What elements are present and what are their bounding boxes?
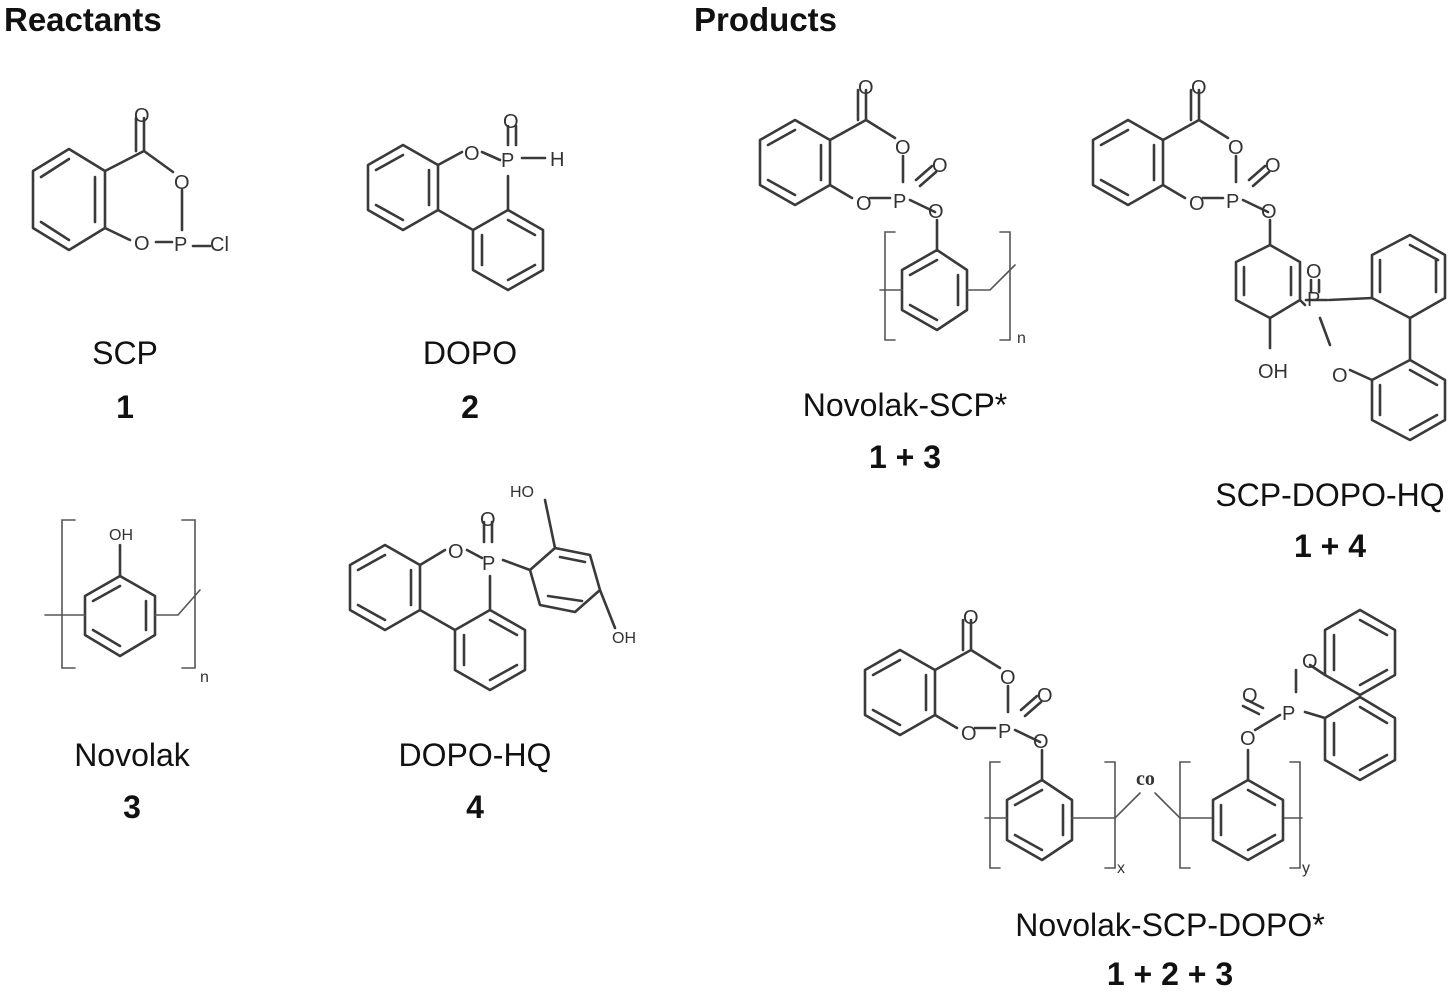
atom-o: O bbox=[1306, 261, 1322, 283]
atom-o: O bbox=[1191, 77, 1207, 99]
atom-o: O bbox=[856, 193, 872, 215]
structure-dopo-hq: O O P HO OH bbox=[348, 484, 636, 692]
atom-p: P bbox=[482, 553, 495, 575]
atom-p: P bbox=[893, 191, 906, 213]
atom-o: O bbox=[174, 172, 190, 194]
atom-o: O bbox=[1240, 728, 1256, 750]
atom-p: P bbox=[174, 234, 187, 256]
label-novolak: Novolak bbox=[74, 737, 190, 773]
structure-dopo: O O P H bbox=[366, 111, 564, 292]
atom-o: O bbox=[932, 155, 948, 177]
heading-products: Products bbox=[694, 1, 838, 38]
atom-o: O bbox=[448, 541, 464, 563]
label-novolak-scp: Novolak-SCP* bbox=[802, 387, 1008, 423]
atom-ho: HO bbox=[510, 484, 534, 501]
heading-reactants: Reactants bbox=[4, 1, 162, 38]
atom-o: O bbox=[1265, 155, 1281, 177]
atom-p: P bbox=[1282, 703, 1295, 725]
label-dopo-hq: DOPO-HQ bbox=[398, 737, 552, 773]
subscript-n: n bbox=[1017, 330, 1026, 347]
atom-p: P bbox=[501, 150, 514, 172]
atom-o: O bbox=[480, 509, 496, 531]
number-scp: 1 bbox=[116, 389, 134, 425]
subscript-x: x bbox=[1117, 860, 1125, 877]
label-scp-dopo-hq: SCP-DOPO-HQ bbox=[1215, 477, 1445, 513]
structure-novolak: OH n bbox=[44, 519, 209, 686]
label-novolak-scp-dopo: Novolak-SCP-DOPO* bbox=[1015, 907, 1325, 943]
atom-p: P bbox=[998, 721, 1011, 743]
atom-oh: OH bbox=[1258, 361, 1288, 383]
subscript-n: n bbox=[200, 669, 209, 686]
atom-o: O bbox=[1189, 193, 1205, 215]
atom-p: P bbox=[1307, 289, 1320, 311]
structure-scp-dopo-hq: O O O P O O O P O OH bbox=[1091, 77, 1447, 442]
atom-o: O bbox=[1261, 201, 1277, 223]
number-novolak: 3 bbox=[123, 789, 141, 825]
atom-h: H bbox=[550, 149, 564, 171]
number-dopo: 2 bbox=[461, 389, 479, 425]
atom-cl: Cl bbox=[210, 234, 229, 256]
number-novolak-scp: 1 + 3 bbox=[868, 439, 942, 475]
atom-o: O bbox=[858, 77, 874, 99]
number-scp-dopo-hq: 1 + 4 bbox=[1293, 528, 1367, 564]
number-novolak-scp-dopo: 1 + 2 + 3 bbox=[1106, 956, 1234, 992]
atom-o: O bbox=[1228, 137, 1244, 159]
atom-o: O bbox=[1037, 685, 1053, 707]
atom-o: O bbox=[963, 607, 979, 629]
atom-o: O bbox=[1332, 365, 1348, 387]
atom-o: O bbox=[1000, 667, 1016, 689]
atom-o: O bbox=[928, 201, 944, 223]
atom-o: O bbox=[134, 233, 150, 255]
structure-novolak-scp: O O O P O O n bbox=[758, 77, 1026, 347]
atom-oh: OH bbox=[612, 630, 636, 647]
atom-o: O bbox=[1033, 731, 1049, 753]
label-scp: SCP bbox=[92, 335, 158, 371]
number-dopo-hq: 4 bbox=[466, 789, 484, 825]
atom-o: O bbox=[961, 723, 977, 745]
atom-o: O bbox=[1242, 685, 1258, 707]
atom-oh: OH bbox=[109, 527, 133, 544]
subscript-y: y bbox=[1302, 860, 1310, 877]
copolymer-co-label: co bbox=[1136, 768, 1155, 790]
atom-o: O bbox=[503, 111, 519, 133]
atom-o: O bbox=[895, 137, 911, 159]
atom-o: O bbox=[134, 105, 150, 127]
atom-o: O bbox=[1302, 651, 1318, 673]
structure-novolak-scp-dopo: O O O P O O O O P O co x y bbox=[863, 607, 1397, 877]
atom-p: P bbox=[1226, 191, 1239, 213]
structure-scp: O O O P Cl bbox=[31, 105, 229, 256]
atom-o: O bbox=[464, 143, 480, 165]
label-dopo: DOPO bbox=[422, 335, 518, 371]
